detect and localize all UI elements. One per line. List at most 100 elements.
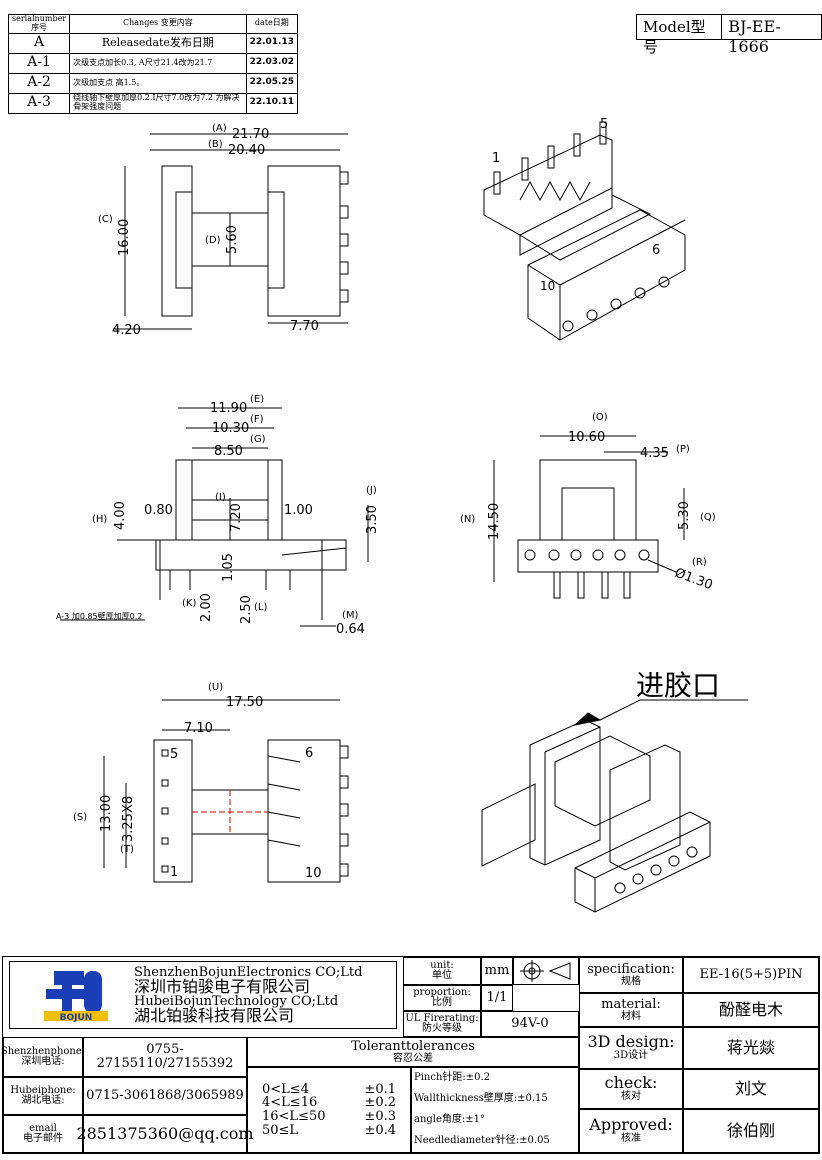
- top-view: (A) 21.70 (B) 20.40 (C) 16.00 (D) 5.60 4…: [98, 123, 349, 338]
- dim-label: (Q): [700, 512, 716, 523]
- bottom-pins: [161, 745, 349, 877]
- dim-value: 2.50: [239, 595, 254, 624]
- ul-label: UL Firerating:防火等级: [403, 1011, 481, 1037]
- dim-label: (J): [366, 485, 377, 496]
- dim-value: 21.70: [232, 127, 269, 142]
- dim-value: 8.50: [214, 444, 243, 459]
- dim-label: (L): [254, 602, 267, 613]
- approved-label: Approved:核准: [579, 1109, 683, 1153]
- dim-value: 4.20: [112, 323, 141, 338]
- dim-value: 10.60: [568, 430, 605, 445]
- rev-serial: A-1: [7, 52, 71, 74]
- bottom-view: (U) 17.50 7.10 (S) 13.00 3.25X8 (T) 5 1 …: [73, 682, 349, 883]
- dim-label: (T): [120, 844, 134, 855]
- email: 2851375360@qq.com: [76, 1115, 254, 1153]
- proportion-value: 1/1: [481, 985, 513, 1011]
- rev-date: 22.10.11: [245, 92, 299, 114]
- dim-value: 5.60: [225, 225, 240, 254]
- dim-value: 1.00: [284, 503, 313, 518]
- dim-label: (F): [250, 414, 264, 425]
- model-box: Model型号 BJ-EE-1666: [636, 14, 822, 56]
- dim-value: 10.30: [212, 421, 249, 436]
- dim-value: 16.00: [117, 219, 132, 256]
- pin-label: 1: [170, 865, 178, 880]
- material-label: material:材料: [579, 993, 683, 1027]
- dim-value: 1.05: [221, 553, 236, 582]
- tolerance-row: 4<L≤16±0.2: [262, 1095, 396, 1111]
- dim-value: 3.25X8: [121, 796, 136, 842]
- dim-value: 7.10: [184, 721, 213, 736]
- pin-label: 10: [540, 279, 555, 293]
- tolerance-ranges: 0<L≤4±0.1 4<L≤16±0.2 16<L≤50±0.3 50≤L±0.…: [247, 1067, 411, 1153]
- logo-text: BOJUN: [60, 1013, 93, 1023]
- dim-label: (H): [92, 514, 107, 525]
- dim-value: 2.00: [199, 593, 214, 622]
- dim-label: (G): [250, 434, 266, 445]
- bojun-logo-icon: BOJUN: [44, 971, 108, 1023]
- gate-label: 进胶口: [636, 669, 720, 702]
- pin-stubs: [339, 171, 349, 303]
- pin-label: 6: [652, 243, 660, 258]
- dim-value: 3.50: [365, 505, 380, 534]
- check-label: check:核对: [579, 1069, 683, 1109]
- dim-value: 14.50: [487, 503, 502, 540]
- model-value: BJ-EE-1666: [721, 15, 821, 56]
- dim-value: 7.70: [290, 319, 319, 334]
- dim-value: Ø1.30: [673, 566, 715, 593]
- rev-change: Releasedate发布日期: [69, 32, 247, 54]
- company-cn-1: 深圳市铂骏电子有限公司: [134, 977, 311, 996]
- side-view: (O) 10.60 4.35 (P) (N) 14.50 5.30 (Q) (R…: [460, 412, 716, 599]
- dim-label: (S): [73, 812, 87, 823]
- dim-value: 5.30: [677, 501, 692, 530]
- technical-drawing: (A) 21.70 (B) 20.40 (C) 16.00 (D) 5.60 4…: [56, 117, 748, 913]
- dim-value: 13.00: [99, 795, 114, 832]
- model-label: Model型号: [643, 18, 706, 56]
- tolerance-row: 0<L≤4±0.1: [262, 1081, 396, 1097]
- iso-pins: [493, 121, 670, 332]
- dim-label: (A): [212, 123, 227, 134]
- front-view: (E) 11.90 (F) 10.30 (G) 8.50 (H) 4.00 0.…: [56, 394, 380, 637]
- approved-value: 徐伯刚: [683, 1109, 819, 1153]
- dim-label: (K): [182, 598, 196, 609]
- dim-label: (C): [98, 214, 113, 225]
- front-view-note: A-3 加0.85壁厚加厚0.2: [56, 611, 142, 621]
- projection-symbol-icon: [513, 957, 579, 985]
- sz-phone: 0755-27155110/27155392: [83, 1037, 247, 1077]
- company-en-1: ShenzhenBojunElectronics CO;Ltd: [134, 965, 363, 980]
- unit-label: unit:单位: [403, 957, 481, 985]
- dim-label: (D): [205, 235, 221, 246]
- material-value: 酚醛电木: [683, 993, 819, 1027]
- spec-value: EE-16(5+5)PIN: [683, 957, 819, 993]
- dim-value: 7.20: [229, 503, 244, 532]
- tolerance-row: 50≤L±0.4: [262, 1122, 396, 1138]
- company-cn-2: 湖北铂骏科技有限公司: [134, 1006, 295, 1025]
- title-block: BOJUN ShenzhenBojunElectronics CO;Ltd 深圳…: [1, 956, 820, 1154]
- dim-label: (B): [208, 139, 223, 150]
- other-tolerances: Pinch针距:±0.2 Wallthickness壁厚度:±0.15 angl…: [411, 1067, 579, 1153]
- dim-label: (M): [342, 610, 359, 621]
- proportion-label: proportion:比例: [403, 985, 481, 1011]
- pin-label: 6: [305, 746, 313, 761]
- company-en-2: HubeiBojunTechnology CO;Ltd: [134, 994, 339, 1009]
- sz-phone-label: Shenzhenphone:深圳电话:: [1, 1037, 85, 1077]
- unit-value: mm: [481, 957, 513, 985]
- iso-view-gate: 进胶口: [481, 669, 748, 913]
- pin-label: 5: [170, 747, 178, 762]
- dim-label: (R): [692, 557, 707, 568]
- hb-phone: 0715-3061868/3065989: [83, 1077, 247, 1115]
- side-pins: [524, 549, 650, 599]
- hb-phone-label: Hubeiphone:湖北电话:: [3, 1077, 83, 1115]
- dim-value: 20.40: [228, 143, 265, 158]
- design-value: 蒋光燚: [683, 1027, 819, 1069]
- design-label: 3D design:3D设计: [579, 1027, 683, 1069]
- pin-label: 1: [492, 151, 500, 166]
- spec-label: specification:规格: [579, 957, 683, 993]
- pin-label: 5: [600, 117, 608, 132]
- dim-value: 4.00: [113, 501, 128, 530]
- dim-label: (U): [208, 682, 223, 693]
- pin-label: 10: [305, 866, 322, 881]
- tolerance-row: 16<L≤50±0.3: [262, 1109, 396, 1124]
- dim-label: (E): [250, 394, 264, 405]
- dim-value: 11.90: [210, 401, 247, 416]
